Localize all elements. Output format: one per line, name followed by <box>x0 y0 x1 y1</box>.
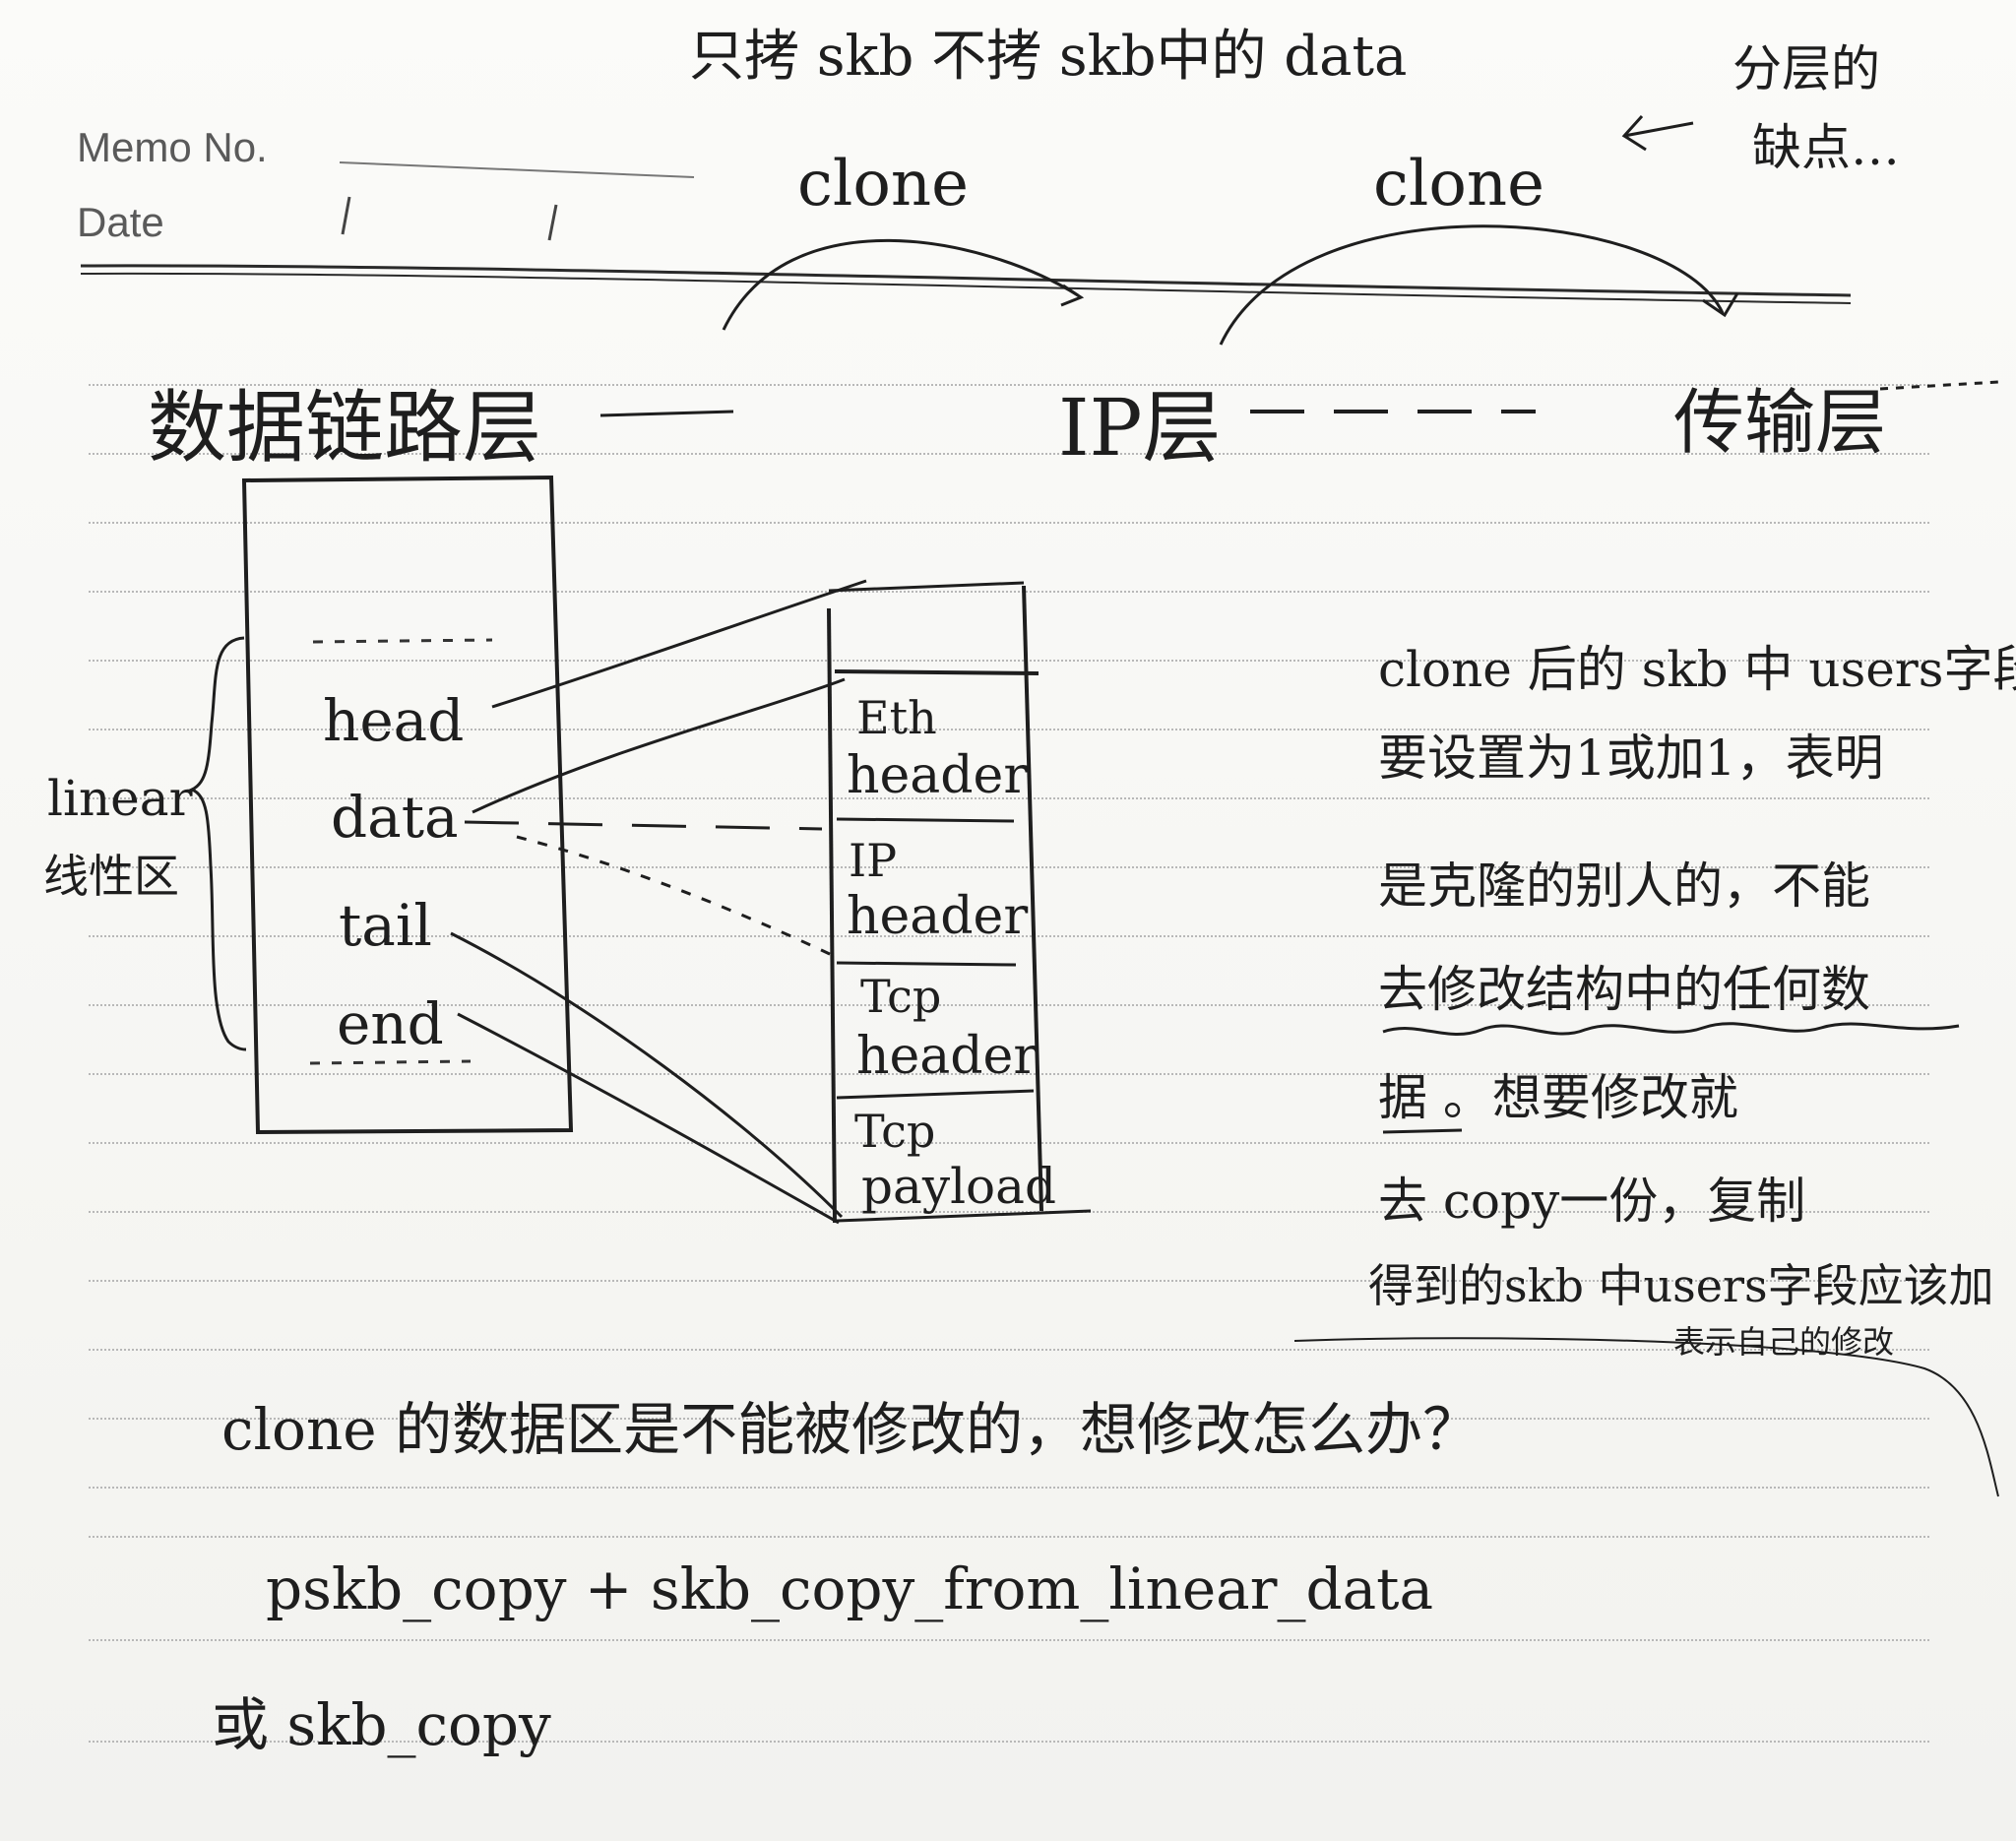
ruled-line <box>89 1741 1929 1743</box>
ruled-line <box>89 1211 1929 1213</box>
ruled-line <box>89 935 1929 937</box>
data-pointer <box>472 677 846 814</box>
clone-label-2: clone <box>1373 148 1544 221</box>
tail-pointer <box>450 931 844 1219</box>
data-field: data <box>331 784 459 851</box>
buffer-bottom <box>836 1209 1092 1223</box>
note-line: clone 后的 skb 中 users字段 <box>1378 641 2016 698</box>
copy-answer-2: 或 skb_copy <box>212 1691 551 1758</box>
linear-cn-label: 线性区 <box>43 850 179 903</box>
transport-layer-label: 传输层 <box>1673 381 1887 464</box>
ip-layer-label: IP层 <box>1058 382 1222 474</box>
ip-header-line1: IP <box>849 834 897 887</box>
clone-arc-2 <box>1219 224 1725 346</box>
ip-header-line2: header <box>847 887 1028 946</box>
ruled-line <box>89 453 1929 455</box>
date-label: Date <box>77 199 164 245</box>
left-arrow-icon <box>1621 114 1694 152</box>
data-pointer-dotted <box>516 835 833 957</box>
segment-divider <box>836 817 1015 823</box>
wavy-underline <box>1382 1022 1960 1036</box>
buffer-right-edge <box>1022 585 1043 1212</box>
note-line: 表示自己的修改 <box>1673 1323 1895 1361</box>
clone-label-1: clone <box>797 148 969 221</box>
tail-field: tail <box>339 892 432 959</box>
tcp-header-line1: Tcp <box>860 970 941 1023</box>
ruled-line <box>89 797 1929 799</box>
head-field: head <box>323 687 464 754</box>
skb-dashed-bottom <box>309 1059 472 1065</box>
ruled-line <box>89 660 1929 662</box>
copy-answer-1: pskb_copy + skb_copy_from_linear_data <box>266 1555 1434 1622</box>
annotation-curve <box>1293 1337 1999 1497</box>
ruled-line <box>89 1418 1929 1420</box>
ruled-line <box>89 1536 1929 1538</box>
header-rule <box>80 272 1852 304</box>
buffer-left-edge <box>827 607 837 1224</box>
data-link-layer-label: 数据链路层 <box>148 382 541 474</box>
note-line: 去修改结构中的任何数 <box>1378 961 1870 1018</box>
end-field: end <box>337 990 444 1057</box>
eth-header-line1: Eth <box>856 691 937 744</box>
layer-dash <box>599 410 734 417</box>
ruled-line <box>89 1004 1929 1006</box>
ruled-line <box>89 522 1929 524</box>
memo-number-label: Memo No. <box>77 124 268 170</box>
ruled-line <box>89 1073 1929 1075</box>
ruled-line <box>89 1639 1929 1641</box>
ruled-line <box>89 591 1929 593</box>
short-underline <box>1382 1128 1463 1134</box>
buffer-top <box>828 581 1025 593</box>
clone-question: clone 的数据区是不能被修改的，想修改怎么办？ <box>221 1396 1480 1463</box>
ruled-line <box>89 1142 1929 1144</box>
tcp-header-line2: header <box>856 1027 1038 1086</box>
ruled-line <box>89 384 1929 386</box>
linear-brace <box>188 636 247 1051</box>
arrowhead-icon <box>1060 284 1085 307</box>
ruled-line <box>89 1280 1929 1282</box>
corner-note-line2: 缺点… <box>1752 119 1900 176</box>
ruled-line <box>89 1487 1929 1489</box>
arrowhead-icon <box>1702 292 1739 318</box>
corner-note-line1: 分层的 <box>1732 40 1880 97</box>
layer-dash <box>1879 380 1999 391</box>
end-pointer <box>457 1012 840 1225</box>
top-note: 只拷 skb 不拷 skb中的 data <box>689 25 1408 89</box>
tcp-payload-line2: payload <box>861 1158 1056 1215</box>
ruled-line <box>89 1349 1929 1351</box>
note-line: 据 。想要修改就 <box>1378 1069 1738 1126</box>
linear-label: linear <box>47 770 193 827</box>
ruled-line <box>89 729 1929 730</box>
memo-underline <box>339 161 695 178</box>
skb-dashed-top <box>312 638 493 644</box>
ruled-line <box>89 866 1929 868</box>
segment-divider <box>836 961 1017 967</box>
tcp-payload-line1: Tcp <box>854 1105 935 1158</box>
note-line: 要设置为1或加1，表明 <box>1378 730 1884 787</box>
segment-divider <box>834 669 1040 675</box>
head-pointer <box>491 579 867 709</box>
note-line: 去 copy一份，复制 <box>1378 1173 1806 1230</box>
note-line: 得到的skb 中users字段应该加 <box>1368 1259 1994 1312</box>
note-line: 是克隆的别人的，不能 <box>1378 857 1870 915</box>
data-pointer-dashed <box>464 820 823 831</box>
skb-struct-box <box>241 475 574 1135</box>
date-slashes <box>341 196 558 241</box>
segment-divider <box>836 1089 1035 1100</box>
eth-header-line2: header <box>847 746 1028 805</box>
clone-arc-1 <box>722 238 1079 331</box>
header-rule <box>80 264 1852 297</box>
